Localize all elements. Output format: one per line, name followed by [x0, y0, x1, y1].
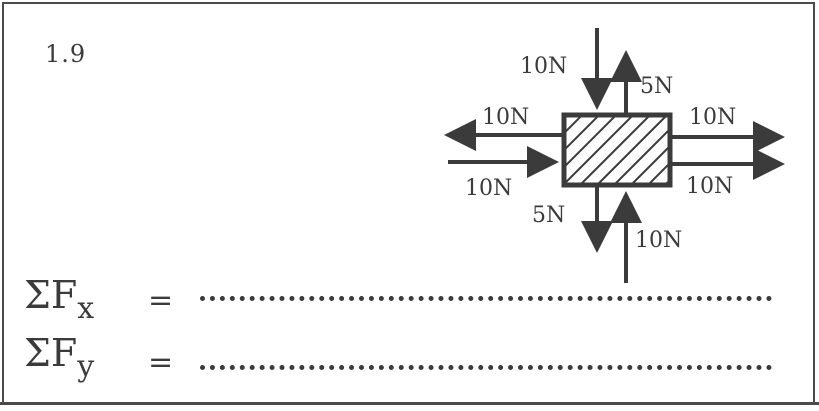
label-right-upper: 10N — [689, 105, 736, 130]
sum-fx-answer-blank[interactable] — [200, 296, 772, 301]
bottom-rule — [0, 402, 819, 405]
problem-frame — [2, 2, 815, 404]
label-up-top: 5N — [640, 74, 673, 99]
hatched-block — [561, 112, 673, 188]
label-left-upper: 10N — [482, 105, 529, 130]
problem-number: 1.9 — [45, 40, 87, 68]
sum-fy-answer-blank[interactable] — [200, 365, 772, 370]
label-left-lower: 10N — [465, 176, 512, 201]
sum-fx-subscript: x — [77, 291, 95, 326]
sum-fx-equals: = — [148, 283, 174, 318]
label-up-bottom: 10N — [635, 228, 682, 253]
sum-fx-symbol: ΣF — [24, 273, 78, 317]
sum-fx-label: ΣFx — [24, 273, 94, 324]
label-right-lower: 10N — [686, 174, 733, 199]
label-down-bottom: 5N — [532, 203, 565, 228]
label-down-top: 10N — [520, 54, 567, 79]
sum-fy-equals: = — [148, 345, 174, 380]
sum-fy-subscript: y — [77, 349, 95, 384]
sum-fy-label: ΣFy — [24, 331, 94, 382]
sum-fy-symbol: ΣF — [24, 331, 78, 375]
